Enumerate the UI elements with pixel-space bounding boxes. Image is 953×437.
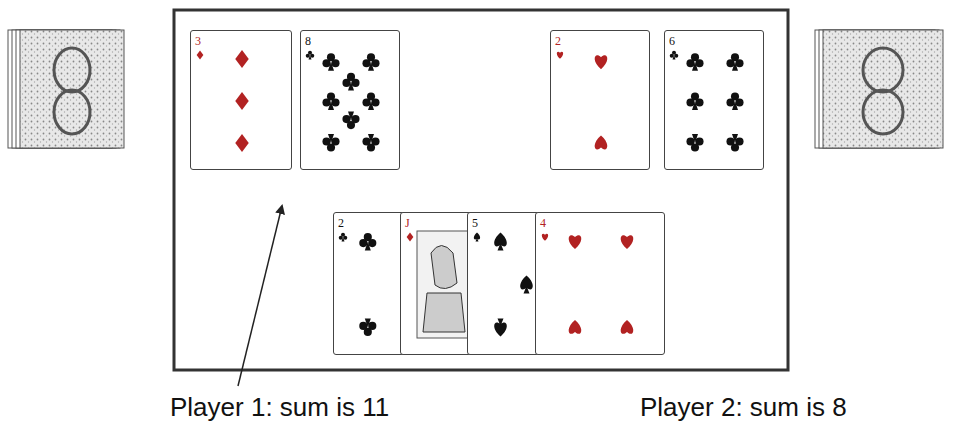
suit-pip [407, 233, 414, 242]
player-label: Player 1: sum is 11 [170, 392, 389, 423]
playing-card: 4 [535, 212, 665, 355]
suit-pip [621, 320, 634, 334]
player-label: Player 2: sum is 8 [640, 392, 847, 423]
playing-card: 8 [300, 30, 400, 170]
jack-figure [423, 246, 465, 333]
playing-card: 3 [190, 30, 292, 170]
suit-pip [197, 51, 204, 60]
suit-pip [621, 235, 634, 249]
suit-pip [359, 233, 376, 251]
card-face [536, 213, 665, 355]
suit-pip [362, 134, 379, 152]
leader-arrow [238, 206, 282, 386]
card-rank: 6 [665, 32, 675, 47]
suit-pip [569, 320, 582, 334]
suit-pip [322, 92, 339, 110]
playing-card: 2 [550, 30, 650, 170]
suit-pip [595, 55, 608, 69]
suit-pip [474, 233, 480, 242]
suit-pip [362, 53, 379, 71]
table-border [174, 10, 788, 370]
suit-pip [557, 52, 563, 59]
suit-pip [235, 50, 249, 68]
suit-pip [235, 92, 249, 110]
card-rank: 3 [191, 32, 201, 47]
suit-pip [235, 134, 249, 152]
right-deck [815, 30, 943, 148]
card-rank: 4 [536, 214, 546, 229]
left-deck [8, 30, 124, 148]
card-face [191, 31, 292, 170]
suit-pip [520, 276, 533, 294]
card-rank: J [401, 214, 410, 229]
playing-card: 6 [664, 30, 764, 170]
suit-pip [726, 92, 743, 110]
suit-pip [726, 134, 743, 152]
suit-pip [322, 53, 339, 71]
suit-pip [686, 53, 703, 71]
suit-pip [726, 53, 743, 71]
card-rank: 2 [334, 214, 344, 229]
card-rank: 8 [301, 32, 311, 47]
card-face [551, 31, 650, 170]
suit-pip [322, 134, 339, 152]
suit-pip [359, 318, 376, 336]
card-rank: 5 [468, 214, 478, 229]
suit-pip [494, 233, 507, 251]
suit-pip [342, 112, 359, 130]
suit-pip [362, 92, 379, 110]
suit-pip [670, 51, 679, 60]
suit-pip [542, 234, 548, 241]
suit-pip [494, 318, 507, 336]
suit-pip [306, 51, 315, 60]
suit-pip [595, 136, 608, 150]
card-face [301, 31, 400, 170]
card-face [665, 31, 764, 170]
suit-pip [569, 235, 582, 249]
suit-pip [686, 134, 703, 152]
suit-pip [339, 233, 348, 242]
card-rank: 2 [551, 32, 561, 47]
suit-pip [342, 73, 359, 91]
suit-pip [686, 92, 703, 110]
